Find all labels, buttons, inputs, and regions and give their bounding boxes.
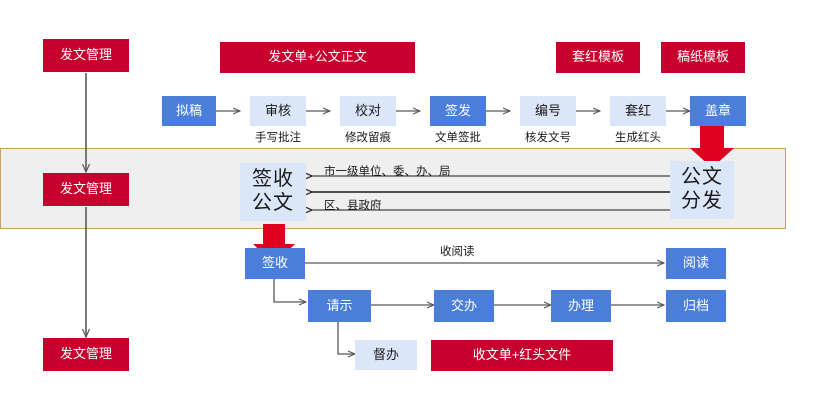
banner-doc-form[interactable]: 发文单+公文正文	[220, 42, 415, 73]
caption-shenhe: 手写批注	[255, 132, 301, 144]
box-banli[interactable]: 办理	[551, 290, 611, 322]
box-guidang[interactable]: 归档	[666, 290, 726, 322]
box-sign-receive-document[interactable]: 签收 公文	[240, 163, 306, 221]
distribute-line1: 公文	[681, 166, 723, 189]
channel-label-city-units: 市一级单位、委、办、局	[324, 166, 451, 178]
step-gaizhang[interactable]: 盖章	[690, 96, 746, 126]
box-qingshi[interactable]: 请示	[308, 290, 371, 322]
step-nigao[interactable]: 拟稿	[162, 96, 216, 126]
caption-taohong: 生成红头	[615, 132, 661, 144]
distribute-line2: 分发	[681, 190, 723, 212]
step-taohong[interactable]: 套红	[610, 96, 666, 126]
banner-receipt-redhead[interactable]: 收文单+红头文件	[431, 340, 613, 371]
caption-bianhao: 核发文号	[525, 132, 571, 144]
left-bottom-fawen-guanli[interactable]: 发文管理	[43, 338, 129, 371]
banner-draft-template[interactable]: 稿纸模板	[661, 42, 745, 73]
highlight-band	[0, 148, 786, 229]
label-shouyuedu: 收阅读	[440, 246, 475, 258]
left-top-fawen-guanli[interactable]: 发文管理	[43, 39, 129, 72]
sign-receive-line1: 签收	[252, 168, 294, 191]
caption-qianfa: 文单签批	[435, 132, 481, 144]
channel-label-district-county: 区、县政府	[324, 200, 382, 212]
sign-receive-line2: 公文	[252, 192, 294, 214]
step-shenhe[interactable]: 审核	[250, 96, 306, 126]
step-jiaodui[interactable]: 校对	[340, 96, 396, 126]
step-bianhao[interactable]: 编号	[520, 96, 576, 126]
box-duban[interactable]: 督办	[355, 340, 417, 370]
box-jiaoban[interactable]: 交办	[434, 290, 494, 322]
caption-jiaodui: 修改留痕	[345, 132, 391, 144]
box-document-distribution[interactable]: 公文 分发	[670, 161, 734, 219]
banner-red-template[interactable]: 套红模板	[556, 42, 640, 73]
step-qianfa[interactable]: 签发	[430, 96, 486, 126]
left-middle-fawen-guanli[interactable]: 发文管理	[43, 173, 129, 206]
box-yuedu[interactable]: 阅读	[666, 248, 726, 279]
box-qianshou[interactable]: 签收	[245, 248, 305, 279]
